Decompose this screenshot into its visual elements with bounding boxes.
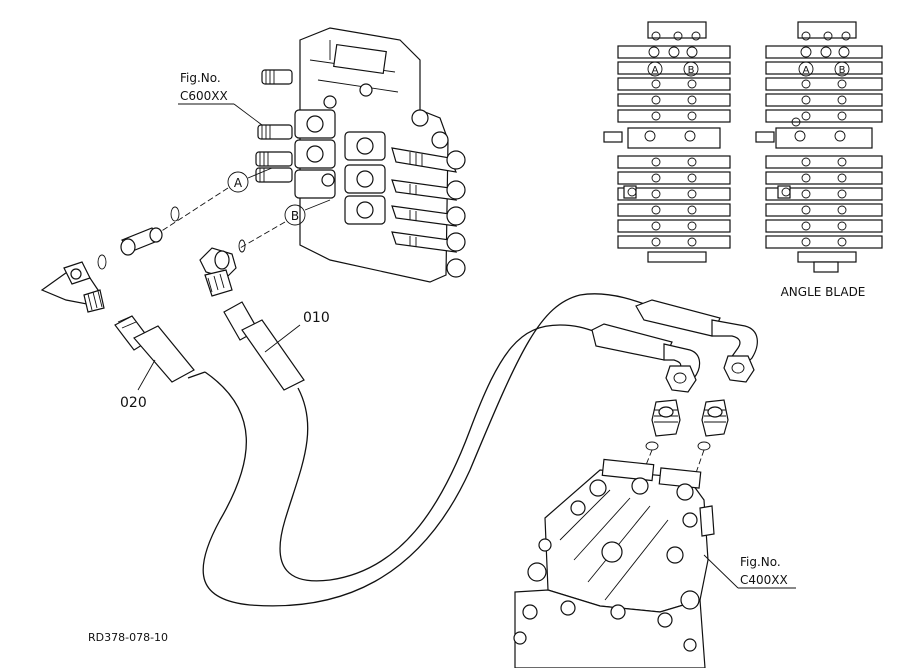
hose-010-path [279, 324, 597, 582]
schematic-right-port-a: A [803, 65, 810, 76]
motor-ref-line2: C400XX [740, 573, 788, 587]
hose-020-end [114, 315, 206, 383]
angle-blade-caption: ANGLE BLADE [781, 285, 866, 299]
motor-figure-reference: Fig.No. C400XX [703, 554, 796, 589]
valve-ref-line2: C600XX [180, 89, 228, 103]
valve-right-fittings [391, 147, 466, 278]
drawing-number: RD378-078-10 [88, 631, 168, 644]
port-a-callout: A [159, 167, 273, 233]
schematic-right-port-b: B [839, 65, 846, 76]
hose-020-path [202, 293, 661, 607]
motor-block [513, 458, 715, 669]
port-b-callout: B [239, 199, 331, 249]
hose-010-end [223, 301, 305, 391]
schematic-right-port-a-circle [798, 61, 814, 77]
part-010-label: 010 [303, 310, 330, 326]
part-020-label: 020 [120, 395, 147, 411]
port-a-label: A [234, 176, 243, 190]
valve-sections [294, 109, 449, 225]
schematic-left-port-a: A [652, 65, 659, 76]
schematic-standard: A B [603, 21, 731, 263]
elbow-fitting-020 [40, 261, 105, 313]
elbow-fitting-010 [199, 239, 246, 297]
schematic-angle-blade: A B ANGLE BLADE [755, 21, 883, 299]
schematic-left-port-b-circle [683, 61, 699, 77]
valve-figure-reference: Fig.No. C600XX [178, 71, 263, 126]
adapter-a [97, 206, 180, 270]
motor-ref-line1: Fig.No. [740, 555, 781, 569]
port-b-label: B [291, 209, 299, 223]
schematic-left-port-a-circle [647, 61, 663, 77]
hose-lines [202, 293, 661, 607]
part-020-callout: 020 [120, 359, 156, 411]
schematic-left-port-b: B [688, 65, 695, 76]
port-b-circle [284, 204, 306, 226]
control-valve [255, 27, 466, 283]
valve-left-fittings [255, 69, 293, 183]
valve-ref-line1: Fig.No. [180, 71, 221, 85]
port-a-circle [227, 171, 249, 193]
schematic-right-port-b-circle [834, 61, 850, 77]
part-010-callout: 010 [264, 310, 330, 353]
